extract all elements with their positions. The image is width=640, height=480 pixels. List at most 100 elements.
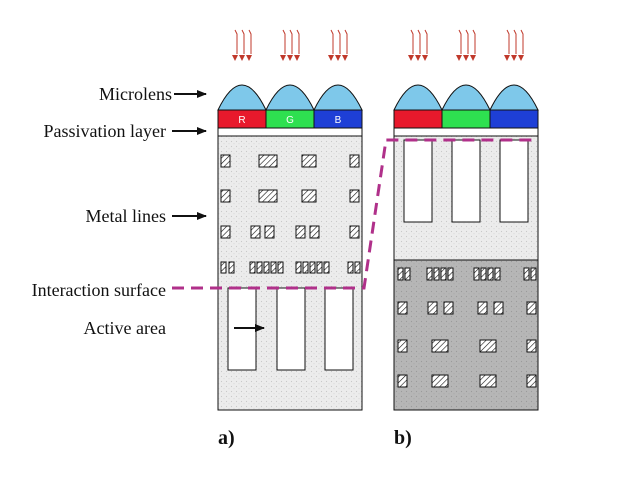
light-ray-icon xyxy=(415,55,421,61)
photodiode-a-3 xyxy=(324,287,354,371)
light-ray-icon xyxy=(282,29,286,54)
filter-r-label: R xyxy=(238,115,245,126)
light-ray-icon xyxy=(296,29,300,54)
metal-line-icon xyxy=(397,374,408,388)
metal-line-icon xyxy=(250,225,261,239)
light-ray-icon xyxy=(246,55,252,61)
light-ray-icon xyxy=(241,29,245,54)
metal-line-icon xyxy=(349,225,360,239)
light-ray-icon xyxy=(248,29,252,54)
panel-label-b: b) xyxy=(394,427,412,449)
metal-line-icon xyxy=(397,267,404,281)
light-ray-icon xyxy=(328,55,334,61)
metal-line-icon xyxy=(440,267,447,281)
light-ray-icon xyxy=(518,55,524,61)
light-ray-icon xyxy=(287,55,293,61)
metal-line-icon xyxy=(309,261,316,274)
metal-line-icon xyxy=(487,267,494,281)
metal-line-icon xyxy=(473,267,480,281)
passivation-layer-a xyxy=(217,127,363,137)
light-ray-icon xyxy=(408,55,414,61)
light-ray-icon xyxy=(424,29,428,54)
metal-line-icon xyxy=(354,261,361,274)
metal-line-icon xyxy=(426,267,433,281)
metal-line-icon xyxy=(220,261,227,274)
metal-line-icon xyxy=(295,225,306,239)
filter-blue-b xyxy=(489,109,539,129)
microlens-b-2 xyxy=(441,84,491,111)
metal-line-icon xyxy=(447,267,454,281)
light-ray-icon xyxy=(234,29,238,54)
light-ray-icon xyxy=(472,29,476,54)
metal-line-icon xyxy=(349,189,360,203)
light-ray-icon xyxy=(511,55,517,61)
metal-line-icon xyxy=(404,267,411,281)
passivation-layer-b xyxy=(393,127,539,137)
panel-a: R G B xyxy=(217,84,363,411)
metal-line-icon xyxy=(316,261,323,274)
metal-line-icon xyxy=(493,301,504,315)
metal-line-icon xyxy=(477,301,488,315)
label-passivation: Passivation layer xyxy=(44,121,166,141)
label-active-area: Active area xyxy=(84,318,166,338)
light-ray-icon xyxy=(470,55,476,61)
metal-line-icon xyxy=(256,261,263,274)
metal-line-icon xyxy=(530,267,537,281)
light-ray-icon xyxy=(504,55,510,61)
light-ray-icon xyxy=(280,55,286,61)
microlens-a-1 xyxy=(217,84,267,111)
microlens-b-3 xyxy=(489,84,539,111)
metal-line-icon xyxy=(397,301,408,315)
metal-line-icon xyxy=(523,267,530,281)
metal-line-icon xyxy=(526,374,537,388)
photodiode-b-1 xyxy=(403,139,433,223)
light-ray-icon xyxy=(294,55,300,61)
metal-line-icon xyxy=(397,339,408,353)
metal-line-icon xyxy=(349,154,360,168)
metal-line-icon xyxy=(220,225,231,239)
metal-line-icon xyxy=(277,261,284,274)
photodiode-b-2 xyxy=(451,139,481,223)
metal-line-icon xyxy=(258,189,278,203)
metal-line-icon xyxy=(263,261,270,274)
metal-line-icon xyxy=(220,189,231,203)
label-metal-lines: Metal lines xyxy=(86,206,166,226)
light-rays xyxy=(232,29,524,61)
interaction-surface-line xyxy=(172,138,538,290)
metal-line-icon xyxy=(301,154,317,168)
light-ray-icon xyxy=(232,55,238,61)
metal-line-icon xyxy=(228,261,235,274)
metal-lines-a xyxy=(220,154,361,274)
metal-line-icon xyxy=(431,339,449,353)
light-ray-icon xyxy=(239,55,245,61)
light-ray-icon xyxy=(506,29,510,54)
metal-line-icon xyxy=(479,374,497,388)
metal-line-icon xyxy=(431,374,449,388)
light-ray-icon xyxy=(335,55,341,61)
metal-line-icon xyxy=(494,267,501,281)
microlens-a-2 xyxy=(265,84,315,111)
photodiode-b-3 xyxy=(499,139,529,223)
metal-line-icon xyxy=(479,339,497,353)
light-ray-icon xyxy=(337,29,341,54)
light-ray-icon xyxy=(520,29,524,54)
light-ray-icon xyxy=(330,29,334,54)
microlens-a-3 xyxy=(313,84,363,111)
light-ray-icon xyxy=(456,55,462,61)
metal-line-icon xyxy=(323,261,330,274)
light-ray-icon xyxy=(465,29,469,54)
light-ray-icon xyxy=(289,29,293,54)
metal-line-icon xyxy=(347,261,354,274)
metal-line-icon xyxy=(526,301,537,315)
light-ray-icon xyxy=(344,29,348,54)
panel-label-a: a) xyxy=(218,427,235,449)
filter-b-label: B xyxy=(335,115,342,126)
label-microlens: Microlens xyxy=(99,84,172,104)
light-ray-icon xyxy=(342,55,348,61)
metal-line-icon xyxy=(302,261,309,274)
metal-line-icon xyxy=(309,225,320,239)
light-ray-icon xyxy=(458,29,462,54)
metal-line-icon xyxy=(526,339,537,353)
metal-line-icon xyxy=(301,189,317,203)
